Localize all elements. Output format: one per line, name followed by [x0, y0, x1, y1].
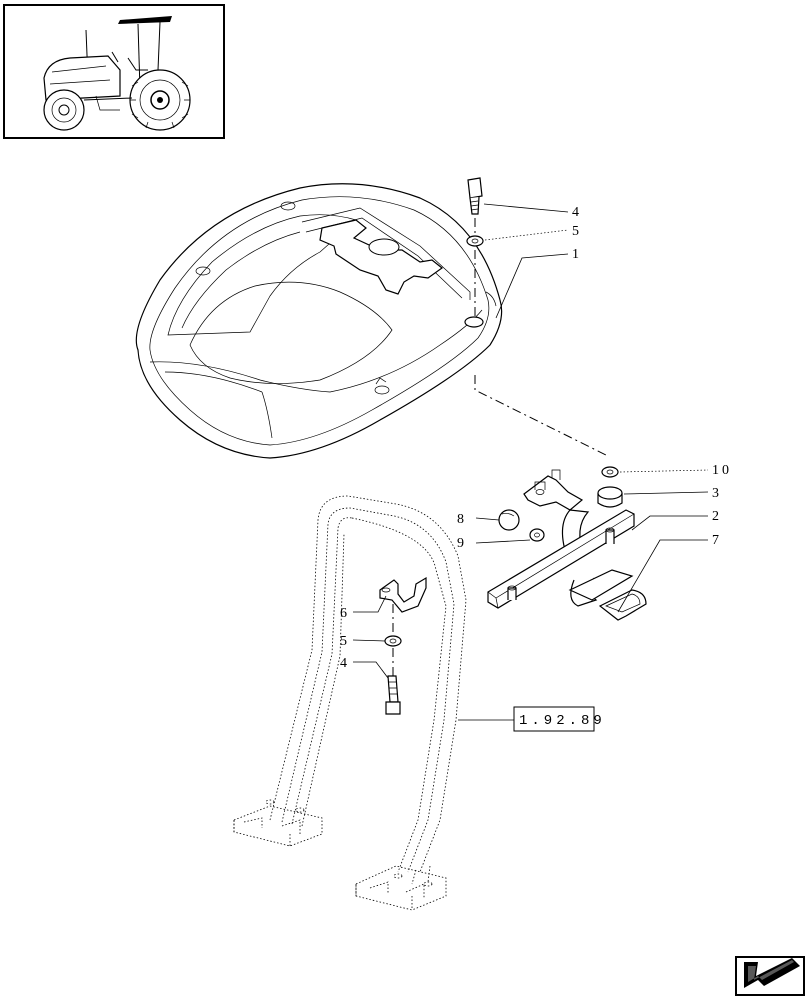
small-bracket-6	[379, 576, 427, 613]
callout-6: 6	[340, 606, 350, 621]
washer-10	[601, 466, 619, 478]
washer-low	[384, 635, 402, 647]
washer-top	[466, 235, 484, 247]
callout-7: 7	[712, 533, 722, 548]
callout-4-top: 4	[572, 205, 582, 220]
u-clamp	[598, 589, 647, 621]
tractor-thumbnail-icon[interactable]	[3, 4, 225, 139]
mounting-bracket	[487, 469, 635, 609]
reference-box[interactable]: 1.92.89	[513, 706, 606, 732]
callout-10: 10	[712, 463, 732, 478]
rubber-mount-3	[597, 486, 623, 508]
callout-8: 8	[457, 512, 467, 527]
callout-5-top: 5	[572, 224, 582, 239]
callout-3: 3	[712, 486, 722, 501]
callout-5-low: 5	[340, 634, 350, 649]
callout-9: 9	[457, 536, 467, 551]
next-page-arrow-icon[interactable]	[735, 956, 805, 996]
cap-9	[529, 528, 545, 542]
bolt-low	[385, 675, 401, 715]
reference-number: 1.92.89	[519, 713, 606, 729]
leader-lines	[352, 203, 709, 721]
callout-labels: 4 5 1 10 3 2 7 8 9 6 5 4	[340, 205, 732, 671]
callout-1: 1	[572, 247, 582, 262]
callout-4-low: 4	[340, 656, 350, 671]
rops-frame	[233, 495, 467, 911]
callout-2: 2	[712, 509, 722, 524]
bolt-top	[467, 177, 483, 215]
cap-8	[498, 509, 520, 531]
canopy-roof	[135, 183, 503, 459]
